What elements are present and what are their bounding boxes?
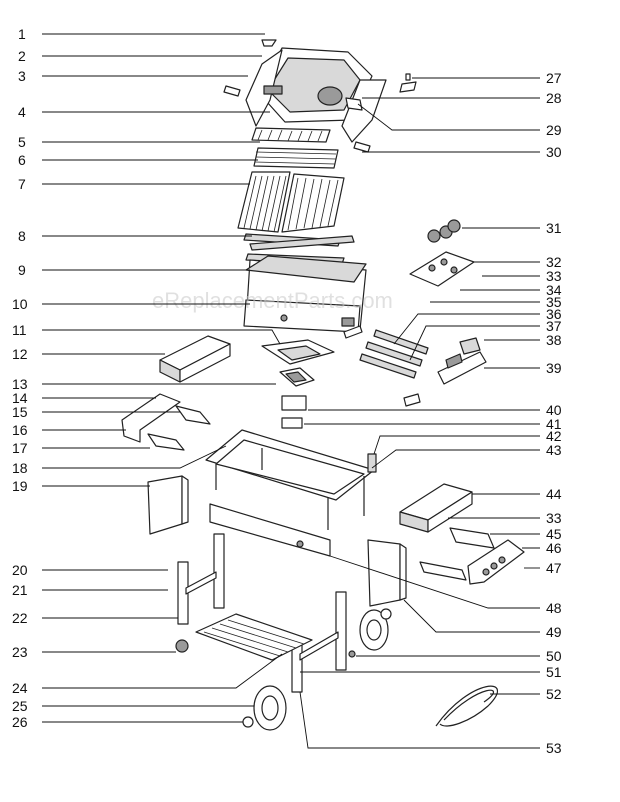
control-panel <box>409 251 475 287</box>
callout-24: 24 <box>12 680 28 696</box>
warming-rack <box>251 127 331 143</box>
parts-illustration <box>121 39 525 731</box>
leader-lines <box>42 33 540 749</box>
callout-51: 51 <box>546 664 562 680</box>
callout-38: 38 <box>546 332 562 348</box>
callout-4: 4 <box>18 104 26 120</box>
callout-12: 12 <box>12 346 28 362</box>
callout-17: 17 <box>12 440 28 456</box>
callout-29: 29 <box>546 122 562 138</box>
callout-33: 33 <box>546 268 562 284</box>
callout-23: 23 <box>12 644 28 660</box>
callout-37: 37 <box>546 318 562 334</box>
callout-36: 36 <box>546 306 562 322</box>
right-side-table <box>399 483 473 533</box>
callout-22: 22 <box>12 610 28 626</box>
right-frame-end <box>419 527 525 585</box>
callout-21: 21 <box>12 582 28 598</box>
callout-20: 20 <box>12 562 28 578</box>
callout-42: 42 <box>546 428 562 444</box>
callout-28: 28 <box>546 90 562 106</box>
watermark-text: eReplacementParts.com <box>152 288 393 313</box>
callout-46: 46 <box>546 540 562 556</box>
callout-26: 26 <box>12 714 28 730</box>
burner-tubes <box>343 325 429 379</box>
wheels <box>175 608 392 731</box>
callout-6: 6 <box>18 152 26 168</box>
callout-10: 10 <box>12 296 28 312</box>
left-side-table <box>159 335 231 383</box>
callout-15: 15 <box>12 404 28 420</box>
callout-53: 53 <box>546 740 562 756</box>
callout-14: 14 <box>12 390 28 406</box>
callout-18: 18 <box>12 460 28 476</box>
callout-8: 8 <box>18 228 26 244</box>
callout-13: 13 <box>12 376 28 392</box>
callout-33b: 33 <box>546 510 562 526</box>
callout-40: 40 <box>546 402 562 418</box>
callout-3: 3 <box>18 68 26 84</box>
callout-45: 45 <box>546 526 562 542</box>
callout-35: 35 <box>546 294 562 310</box>
gas-hose <box>435 685 499 727</box>
bottom-shelf <box>195 613 313 661</box>
callout-32: 32 <box>546 254 562 270</box>
cookbox <box>243 255 367 333</box>
callout-41: 41 <box>546 416 562 432</box>
callout-43: 43 <box>546 442 562 458</box>
right-door-panel <box>367 539 407 607</box>
callout-1: 1 <box>18 26 26 42</box>
callout-48: 48 <box>546 600 562 616</box>
cooking-grate-small <box>253 147 339 169</box>
callout-19: 19 <box>12 478 28 494</box>
callout-27: 27 <box>546 70 562 86</box>
callout-9: 9 <box>18 262 26 278</box>
catch-pan <box>281 395 307 429</box>
callout-16: 16 <box>12 422 28 438</box>
callout-5: 5 <box>18 134 26 150</box>
callout-31: 31 <box>546 220 562 236</box>
callout-47: 47 <box>546 560 562 576</box>
callout-30: 30 <box>546 144 562 160</box>
gas-manifold <box>403 337 487 407</box>
callout-49: 49 <box>546 624 562 640</box>
cooking-grates <box>237 171 345 233</box>
cart-legs <box>177 533 347 693</box>
callout-34: 34 <box>546 282 562 298</box>
left-frame-end <box>121 393 211 451</box>
callout-7: 7 <box>18 176 26 192</box>
callout-50: 50 <box>546 648 562 664</box>
control-knobs <box>427 219 461 243</box>
callout-52: 52 <box>546 686 562 702</box>
callout-11: 11 <box>12 322 27 338</box>
callout-44: 44 <box>546 486 562 502</box>
bottom-tray <box>261 339 335 365</box>
cart-frame <box>205 429 377 557</box>
callout-numbers: 1 2 3 4 5 6 7 8 9 10 11 12 13 14 15 16 1… <box>12 26 562 756</box>
catch-pan-holder <box>279 367 315 387</box>
callout-39: 39 <box>546 360 562 376</box>
callout-2: 2 <box>18 48 26 64</box>
left-door-panel <box>147 475 189 535</box>
callout-25: 25 <box>12 698 28 714</box>
